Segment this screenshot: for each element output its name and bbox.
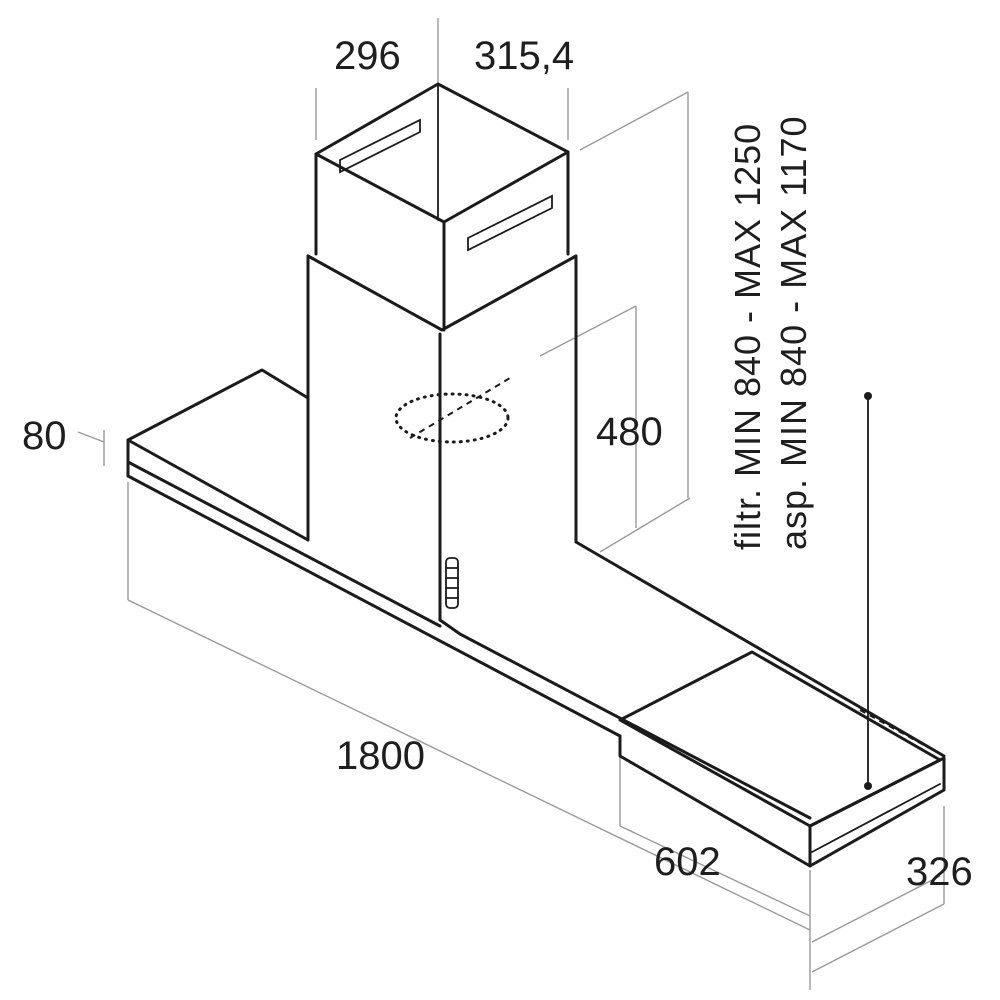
- motor-outlet: [394, 377, 511, 444]
- dim-total-width: 1800: [336, 734, 425, 778]
- dim-glass-panel-width: 602: [654, 840, 721, 884]
- dim-hood-depth: 326: [906, 850, 973, 894]
- hood-canopy: [126, 368, 946, 868]
- suspension-cable: [864, 392, 872, 790]
- vent-slot-right: [467, 194, 553, 252]
- dim-height-filtration: filtr. MIN 840 - MAX 1250: [727, 122, 768, 550]
- dim-chimney-depth: 315,4: [474, 34, 575, 78]
- vent-slot-left: [339, 118, 421, 174]
- chimney-body: [306, 254, 578, 622]
- dimension-lines: [77, 18, 945, 990]
- dim-upper-height: 480: [596, 410, 663, 454]
- control-panel: [445, 557, 459, 609]
- glass-panel: [618, 650, 942, 828]
- dim-body-thickness: 80: [22, 414, 67, 458]
- dim-chimney-width: 296: [334, 34, 401, 78]
- dim-height-extraction: asp. MIN 840 - MAX 1170: [773, 115, 814, 550]
- chimney-top: [314, 82, 570, 332]
